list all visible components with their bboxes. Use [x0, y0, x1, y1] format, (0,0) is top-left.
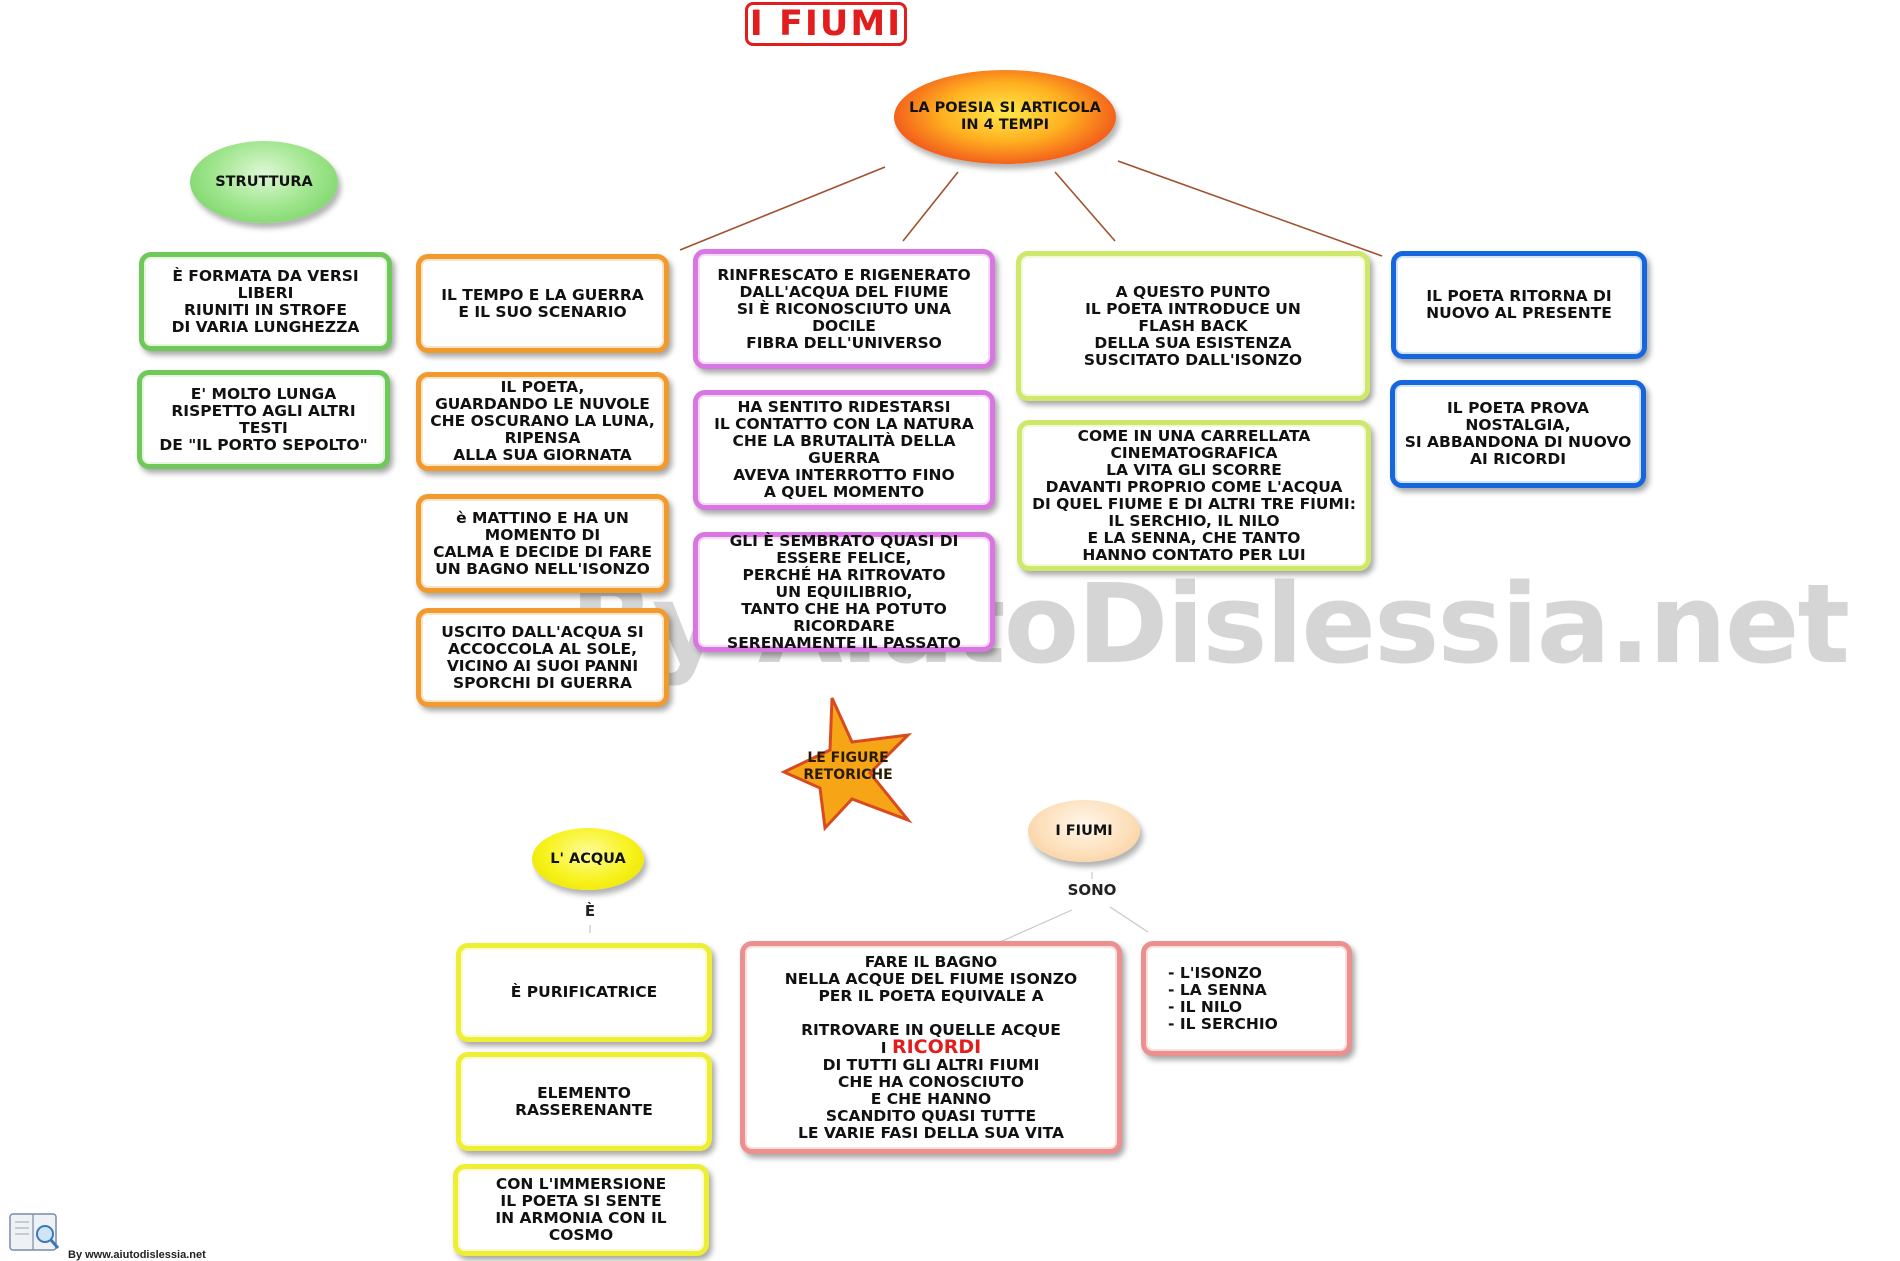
connector-tempi-col4: [1117, 160, 1383, 257]
connector-tempi-col1: [679, 166, 886, 251]
tempo1-item-3: è MATTINO E HA UN MOMENTO DI CALMA E DEC…: [416, 494, 669, 593]
tempi-oval: LA POESIA SI ARTICOLA IN 4 TEMPI: [894, 70, 1116, 164]
connector-tempi-col3: [1054, 171, 1116, 242]
ricordi-highlight: RICORDI: [891, 1035, 982, 1058]
tempo4-item-2: IL POETA PROVA NOSTALGIA, SI ABBANDONA D…: [1390, 380, 1646, 488]
tempo4-item-1: IL POETA RITORNA DI NUOVO AL PRESENTE: [1391, 251, 1647, 359]
acqua-item-2: ELEMENTO RASSERENANTE: [456, 1052, 712, 1151]
tempo2-item-3: GLI È SEMBRATO QUASI DI ESSERE FELICE, P…: [693, 532, 995, 652]
acqua-item-3: CON L'IMMERSIONE IL POETA SI SENTE IN AR…: [453, 1164, 709, 1256]
fiumi-oval: I FIUMI: [1028, 800, 1140, 862]
tempo1-item-1: IL TEMPO E LA GUERRA E IL SUO SCENARIO: [416, 254, 669, 353]
connector-sono-right: [1109, 906, 1149, 933]
book-logo-icon: [9, 1213, 60, 1251]
acqua-connector-label: È: [584, 902, 596, 920]
acqua-oval: L' ACQUA: [532, 828, 644, 890]
star-shape: [780, 697, 913, 832]
figure-retoriche-label: LE FIGURE RETORICHE: [803, 750, 893, 783]
tempo2-item-1: RINFRESCATO E RIGENERATO DALL'ACQUA DEL …: [693, 249, 995, 369]
fiumi-meaning-rest: DI TUTTI GLI ALTRI FIUMI CHE HA CONOSCIU…: [797, 1055, 1064, 1142]
tempo3-item-1: A QUESTO PUNTO IL POETA INTRODUCE UN FLA…: [1016, 251, 1370, 401]
fiumi-meaning-intro: FARE IL BAGNO NELLA ACQUE DEL FIUME ISON…: [784, 952, 1078, 1039]
fiumi-list: - L'ISONZO - LA SENNA - IL NILO - IL SER…: [1168, 963, 1278, 1033]
page-title: I FIUMI: [745, 2, 907, 46]
struttura-oval: STRUTTURA: [190, 141, 338, 223]
tempo1-item-4: USCITO DALL'ACQUA SI ACCOCCOLA AL SOLE, …: [416, 608, 669, 707]
tempo3-item-2: COME IN UNA CARRELLATA CINEMATOGRAFICA L…: [1017, 420, 1371, 571]
fiumi-meaning-box: FARE IL BAGNO NELLA ACQUE DEL FIUME ISON…: [740, 941, 1122, 1154]
fiumi-label: I FIUMI: [1055, 822, 1113, 839]
fiumi-meaning-ricordi-line: I RICORDI: [880, 1035, 982, 1058]
tempo2-item-2: HA SENTITO RIDESTARSI IL CONTATTO CON LA…: [693, 390, 995, 510]
fiumi-meaning-prefix: I: [880, 1038, 892, 1057]
footer-credit: By www.aiutodislessia.net: [68, 1249, 206, 1261]
fiumi-connector-label: SONO: [1067, 881, 1117, 899]
struttura-item-1: È FORMATA DA VERSI LIBERI RIUNITI IN STR…: [139, 252, 392, 351]
connector-sono-left: [999, 909, 1073, 943]
connector-tempi-col2: [902, 171, 959, 242]
acqua-label: L' ACQUA: [550, 850, 626, 867]
struttura-item-2: E' MOLTO LUNGA RISPETTO AGLI ALTRI TESTI…: [137, 370, 390, 469]
acqua-item-1: È PURIFICATRICE: [456, 943, 712, 1042]
fiumi-list-box: - L'ISONZO - LA SENNA - IL NILO - IL SER…: [1141, 941, 1352, 1056]
struttura-label: STRUTTURA: [215, 173, 313, 190]
tempi-label: LA POESIA SI ARTICOLA IN 4 TEMPI: [909, 100, 1101, 133]
tempo1-item-2: IL POETA, GUARDANDO LE NUVOLE CHE OSCURA…: [416, 372, 669, 471]
